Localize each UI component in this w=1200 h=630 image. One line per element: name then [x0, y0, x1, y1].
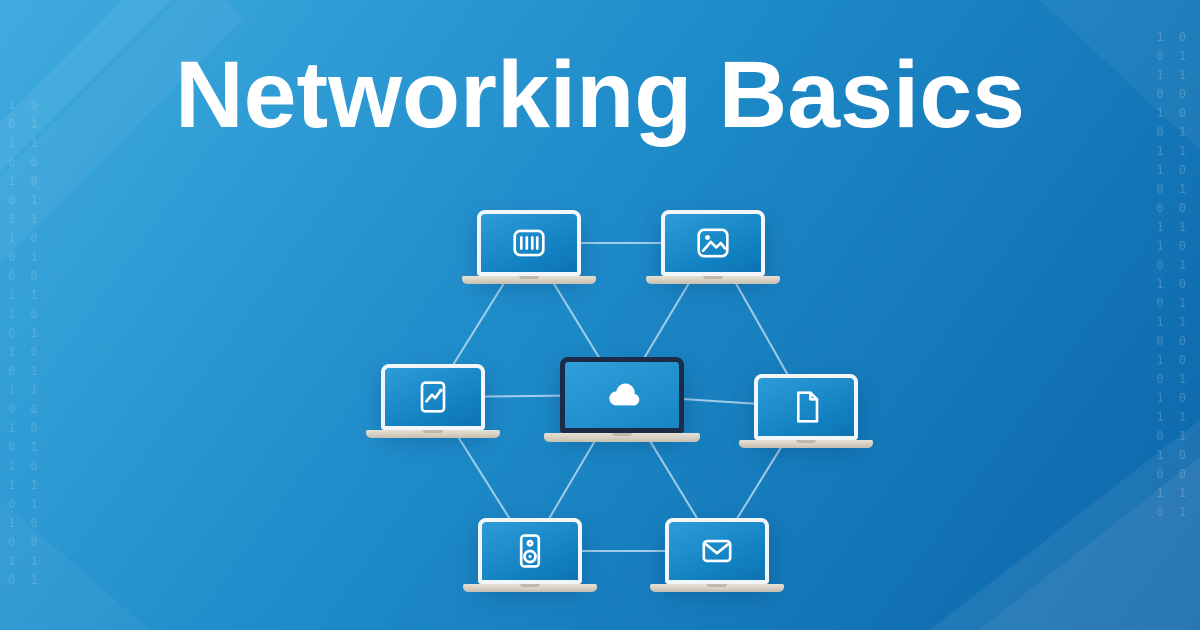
barcode-icon [507, 221, 551, 265]
laptop-screen [477, 210, 581, 276]
laptop-base [366, 430, 500, 438]
laptop-screen [381, 364, 485, 430]
laptop-image [646, 210, 780, 284]
laptop-report [366, 364, 500, 438]
laptop-screen [560, 357, 684, 433]
mail-icon [695, 529, 739, 573]
laptop-screen [661, 210, 765, 276]
laptop-cloud [544, 357, 700, 442]
speaker-icon [508, 529, 552, 573]
laptop-mail [650, 518, 784, 592]
file-icon [784, 385, 828, 429]
laptop-file [739, 374, 873, 448]
laptop-base [544, 433, 700, 442]
page-title: Networking Basics [175, 42, 1025, 148]
laptop-base [650, 584, 784, 592]
laptop-base [463, 584, 597, 592]
laptop-screen [754, 374, 858, 440]
chart-document-icon [411, 375, 455, 419]
laptop-base [739, 440, 873, 448]
laptop-screen [478, 518, 582, 584]
laptop-base [646, 276, 780, 284]
image-icon [691, 221, 735, 265]
laptop-speaker [463, 518, 597, 592]
laptop-server [462, 210, 596, 284]
laptop-base [462, 276, 596, 284]
cloud-icon [593, 372, 651, 418]
laptop-screen [665, 518, 769, 584]
